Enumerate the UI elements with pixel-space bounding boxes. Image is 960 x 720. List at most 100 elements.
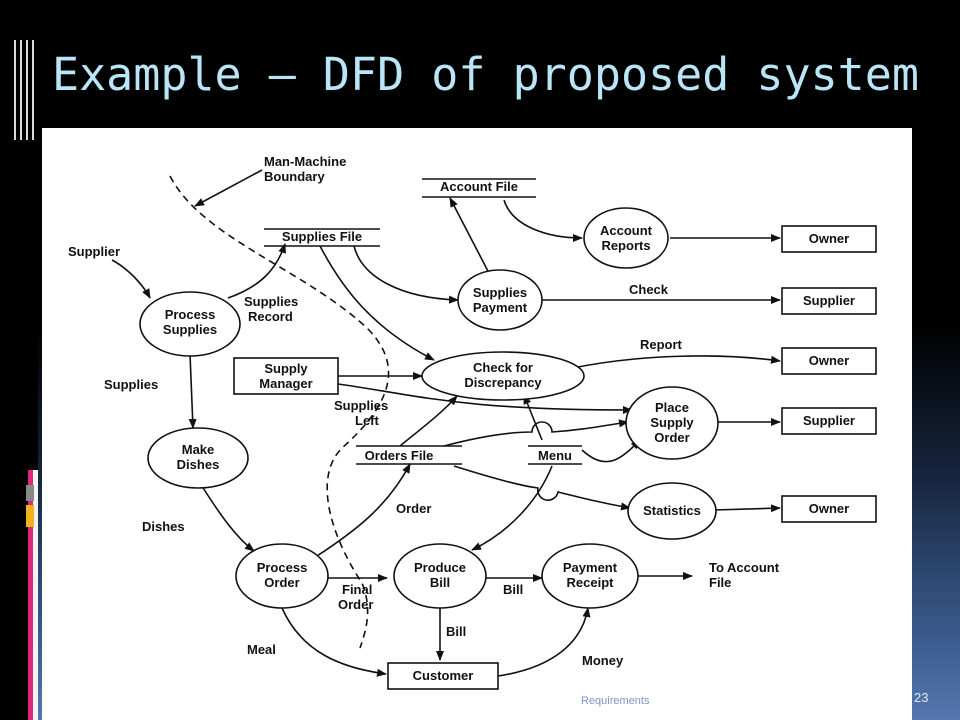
- flow-label-supplier: Supplier: [68, 244, 120, 259]
- payment-receipt-label-2: Receipt: [567, 575, 615, 590]
- flow-label-report: Report: [640, 337, 683, 352]
- flow-label-meal: Meal: [247, 642, 276, 657]
- flow-label-dishes: Dishes: [142, 519, 185, 534]
- flow-label-supplies-left-2: Left: [355, 413, 380, 428]
- payment-receipt-label-1: Payment: [563, 560, 618, 575]
- place-supply-order-bubble: [625, 386, 719, 460]
- decor-block-gray: [26, 485, 34, 501]
- flow-lines: [111, 169, 781, 677]
- process-supplies-bubble: [139, 291, 241, 357]
- place-supply-order-label-3: Order: [654, 430, 689, 445]
- customer-label: Customer: [413, 668, 474, 683]
- slide-title: Example – DFD of proposed system: [52, 48, 919, 101]
- entities: [233, 225, 877, 690]
- boundary-label-line2: Boundary: [264, 169, 325, 184]
- supplies-payment-bubble: [457, 269, 543, 331]
- flow-label-money: Money: [582, 653, 624, 668]
- flow-supplier: [111, 259, 151, 299]
- account-file-label: Account File: [440, 179, 518, 194]
- flow-orders-file-to-statistics: [453, 465, 631, 511]
- account-reports-bubble: [583, 207, 669, 269]
- produce-bill-bubble: [393, 543, 487, 609]
- place-supply-order-label-2: Supply: [650, 415, 694, 430]
- decor-bar-white: [33, 470, 38, 720]
- flow-supplies-record: [227, 243, 286, 299]
- flow-menu-to-check: [523, 394, 543, 441]
- flow-payment-to-account-file: [449, 197, 491, 276]
- flow-supplies-file-to-check: [319, 245, 435, 361]
- supply-manager-box: [233, 357, 339, 395]
- flow-label-to-account-file-2: File: [709, 575, 731, 590]
- dfd-diagram: Man-Machine Boundary Process Supplies Ma…: [42, 128, 912, 720]
- flow-menu-to-place-order: [581, 439, 641, 463]
- owner-stats-label: Owner: [809, 501, 849, 516]
- statistics-bubble: [627, 482, 717, 540]
- flow-label-final-order-1: Final: [342, 582, 372, 597]
- flow-money: [497, 607, 591, 677]
- flow-label-final-order-2: Order: [338, 597, 373, 612]
- owner-report-label: Owner: [809, 353, 849, 368]
- flow-order: [316, 463, 411, 557]
- labels: Man-Machine Boundary Process Supplies Ma…: [68, 154, 855, 683]
- flow-label-order: Order: [396, 501, 431, 516]
- flow-orders-file-to-check: [399, 395, 458, 447]
- page-number: 23: [914, 690, 929, 705]
- process-supplies-label-2: Supplies: [163, 322, 217, 337]
- flow-supplies-file-to-payment: [353, 245, 459, 304]
- decor-block-yellow: [26, 505, 34, 527]
- supplies-payment-label-1: Supplies: [473, 285, 527, 300]
- owner-top-box: [781, 225, 877, 253]
- process-supplies-label-1: Process: [165, 307, 216, 322]
- account-reports-label-2: Reports: [601, 238, 650, 253]
- owner-stats-box: [781, 495, 877, 523]
- boundary-pointer-arrow: [194, 169, 263, 207]
- make-dishes-bubble: [147, 427, 249, 489]
- flow-statistics-to-owner: [713, 504, 781, 513]
- supplier-payment-label: Supplier: [803, 293, 855, 308]
- decor-bar-pink: [28, 470, 33, 720]
- produce-bill-label-1: Produce: [414, 560, 466, 575]
- supply-manager-label-2: Manager: [259, 376, 312, 391]
- supplier-order-box: [781, 407, 877, 435]
- produce-bill-label-2: Bill: [430, 575, 450, 590]
- flow-label-supplies: Supplies: [104, 377, 158, 392]
- check-discrepancy-bubble: [421, 351, 585, 401]
- flow-label-supplies-record-1: Supplies: [244, 294, 298, 309]
- supplier-order-label: Supplier: [803, 413, 855, 428]
- statistics-label: Statistics: [643, 503, 701, 518]
- boundary-label-line1: Man-Machine: [264, 154, 346, 169]
- flow-account-file-to-reports: [503, 199, 583, 242]
- flow-meal: [281, 607, 387, 677]
- check-discrepancy-label-2: Discrepancy: [464, 375, 542, 390]
- payment-receipt-bubble: [541, 543, 639, 609]
- flow-report: [572, 355, 781, 369]
- customer-box: [387, 662, 499, 690]
- dfd-svg: Man-Machine Boundary Process Supplies Ma…: [68, 154, 877, 690]
- account-reports-label-1: Account: [600, 223, 653, 238]
- flow-label-check: Check: [629, 282, 669, 297]
- process-order-bubble: [235, 543, 329, 609]
- owner-report-box: [781, 347, 877, 375]
- footer-label: Requirements: [581, 695, 650, 707]
- process-order-label-1: Process: [257, 560, 308, 575]
- check-discrepancy-label-1: Check for: [473, 360, 533, 375]
- decor-lines: [14, 40, 38, 140]
- flow-supplies: [188, 353, 197, 429]
- place-supply-order-label-1: Place: [655, 400, 689, 415]
- orders-file-label: Orders File: [365, 448, 434, 463]
- flow-label-bill-right: Bill: [503, 582, 523, 597]
- flow-label-bill-down: Bill: [446, 624, 466, 639]
- supply-manager-label-1: Supply: [264, 361, 308, 376]
- menu-label: Menu: [538, 448, 572, 463]
- man-machine-boundary: [169, 175, 390, 649]
- make-dishes-label-1: Make: [182, 442, 215, 457]
- process-order-label-2: Order: [264, 575, 299, 590]
- owner-top-label: Owner: [809, 231, 849, 246]
- processes: [139, 207, 719, 609]
- data-stores: [264, 178, 582, 465]
- flow-menu-to-produce-bill: [471, 465, 553, 551]
- supplies-payment-label-2: Payment: [473, 300, 528, 315]
- flow-label-supplies-left-1: Supplies: [334, 398, 388, 413]
- flow-orders-file-to-place-order: [443, 419, 629, 447]
- supplier-payment-box: [781, 287, 877, 315]
